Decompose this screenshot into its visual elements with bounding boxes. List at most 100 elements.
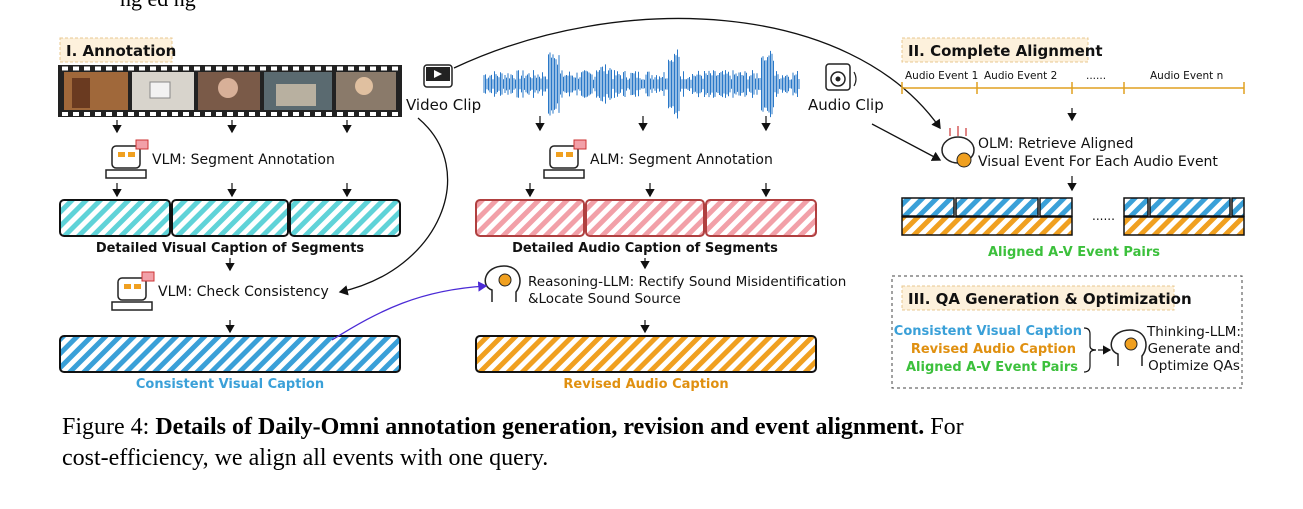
film-hole (95, 66, 101, 71)
qa-input-visual: Consistent Visual Caption (894, 324, 1082, 339)
audio-event-timeline (901, 82, 1245, 94)
revised-audio-caption-label: Revised Audio Caption (563, 377, 728, 392)
film-hole (304, 112, 310, 116)
thinking-line2: Generate and (1148, 341, 1241, 357)
audio-event-dots: ...... (1086, 70, 1106, 82)
aligned-pairs-label: Aligned A-V Event Pairs (988, 245, 1160, 260)
pipeline-diagram: ng ed ng I. Annotation VLM: Segment Anno… (58, 0, 1245, 392)
pairs-ellipsis: ...... (1092, 209, 1115, 223)
film-hole (392, 66, 398, 71)
film-hole (326, 112, 332, 116)
olm-line2: Visual Event For Each Audio Event (978, 154, 1218, 170)
reasoning-line1: Reasoning-LLM: Rectify Sound Misidentifi… (528, 274, 846, 290)
film-hole (161, 112, 167, 116)
film-hole (282, 66, 288, 71)
film-hole (62, 66, 68, 71)
film-hole (150, 66, 156, 71)
film-hole (62, 112, 68, 116)
film-hole (161, 66, 167, 71)
film-hole (238, 112, 244, 116)
film-hole (205, 66, 211, 71)
figure-caption: Figure 4: Details of Daily-Omni annotati… (62, 412, 1262, 474)
thinking-head-icon (1110, 329, 1147, 366)
visual-segment-3 (289, 199, 401, 237)
reasoning-head-icon (484, 265, 521, 302)
film-hole (315, 112, 321, 116)
vlm-check-robot-icon (111, 271, 155, 311)
audio-event-2: Audio Event 2 (984, 70, 1057, 82)
qa-input-audio: Revised Audio Caption (911, 342, 1076, 357)
audio-event-n: Audio Event n (1150, 70, 1223, 82)
film-hole (95, 112, 101, 116)
thinking-line1: Thinking-LLM: (1146, 324, 1241, 340)
film-hole (216, 112, 222, 116)
waveform-path (483, 49, 800, 119)
film-hole (172, 112, 178, 116)
audio-clip-icon (825, 63, 857, 91)
visual-segment-1 (59, 199, 171, 237)
film-hole (282, 112, 288, 116)
film-hole (392, 112, 398, 116)
film-hole (227, 112, 233, 116)
film-hole (106, 66, 112, 71)
olm-line1: OLM: Retrieve Aligned (978, 136, 1134, 152)
film-hole (139, 66, 145, 71)
olm-brain-icon (941, 126, 975, 168)
figure-caption-prefix: Figure 4: (62, 414, 150, 440)
visual-segments-caption: Detailed Visual Caption of Segments (96, 241, 365, 256)
film-hole (337, 112, 343, 116)
film-hole (249, 112, 255, 116)
aligned-pairs-right (1123, 197, 1245, 236)
film-hole (128, 112, 134, 116)
vlm-robot-icon (105, 139, 149, 179)
video-filmstrip (58, 65, 402, 117)
vlm-segment-label: VLM: Segment Annotation (152, 152, 335, 168)
qa-input-brace (1083, 327, 1097, 373)
film-hole (348, 112, 354, 116)
annotation-title: I. Annotation (66, 42, 176, 60)
film-hole (150, 112, 156, 116)
qa-input-pairs: Aligned A-V Event Pairs (906, 360, 1078, 375)
audio-waveform (483, 49, 800, 119)
video-clip-icon (423, 64, 453, 88)
film-hole (271, 66, 277, 71)
reasoning-line2: &Locate Sound Source (528, 291, 681, 307)
alignment-title: II. Complete Alignment (908, 42, 1103, 60)
vlm-check-label: VLM: Check Consistency (158, 284, 329, 300)
film-hole (194, 112, 200, 116)
film-hole (84, 66, 90, 71)
film-hole (249, 66, 255, 71)
film-hole (183, 112, 189, 116)
qa-title: III. QA Generation & Optimization (908, 290, 1192, 308)
film-hole (106, 112, 112, 116)
top-fragment: ng ed ng (120, 0, 196, 11)
audio-segment-2 (585, 199, 705, 237)
audio-segment-3 (705, 199, 817, 237)
film-hole (194, 66, 200, 71)
film-hole (117, 66, 123, 71)
film-hole (227, 66, 233, 71)
film-hole (381, 66, 387, 71)
film-hole (293, 66, 299, 71)
film-hole (370, 66, 376, 71)
alm-segment-label: ALM: Segment Annotation (590, 152, 773, 168)
film-hole (326, 66, 332, 71)
film-hole (260, 66, 266, 71)
film-hole (381, 112, 387, 116)
annotation-title-box (59, 37, 173, 63)
film-hole (183, 66, 189, 71)
film-hole (370, 112, 376, 116)
film-hole (117, 112, 123, 116)
consistent-visual-bar (59, 335, 401, 373)
film-hole (337, 66, 343, 71)
film-hole (84, 112, 90, 116)
audio-clip-label: Audio Clip (808, 96, 884, 114)
audio-segment-1 (475, 199, 585, 237)
film-hole (348, 66, 354, 71)
film-hole (172, 66, 178, 71)
film-hole (315, 66, 321, 71)
qa-section-frame (891, 275, 1243, 389)
film-hole (205, 112, 211, 116)
revised-audio-bar (475, 335, 817, 373)
video-clip-label: Video Clip (406, 96, 481, 114)
